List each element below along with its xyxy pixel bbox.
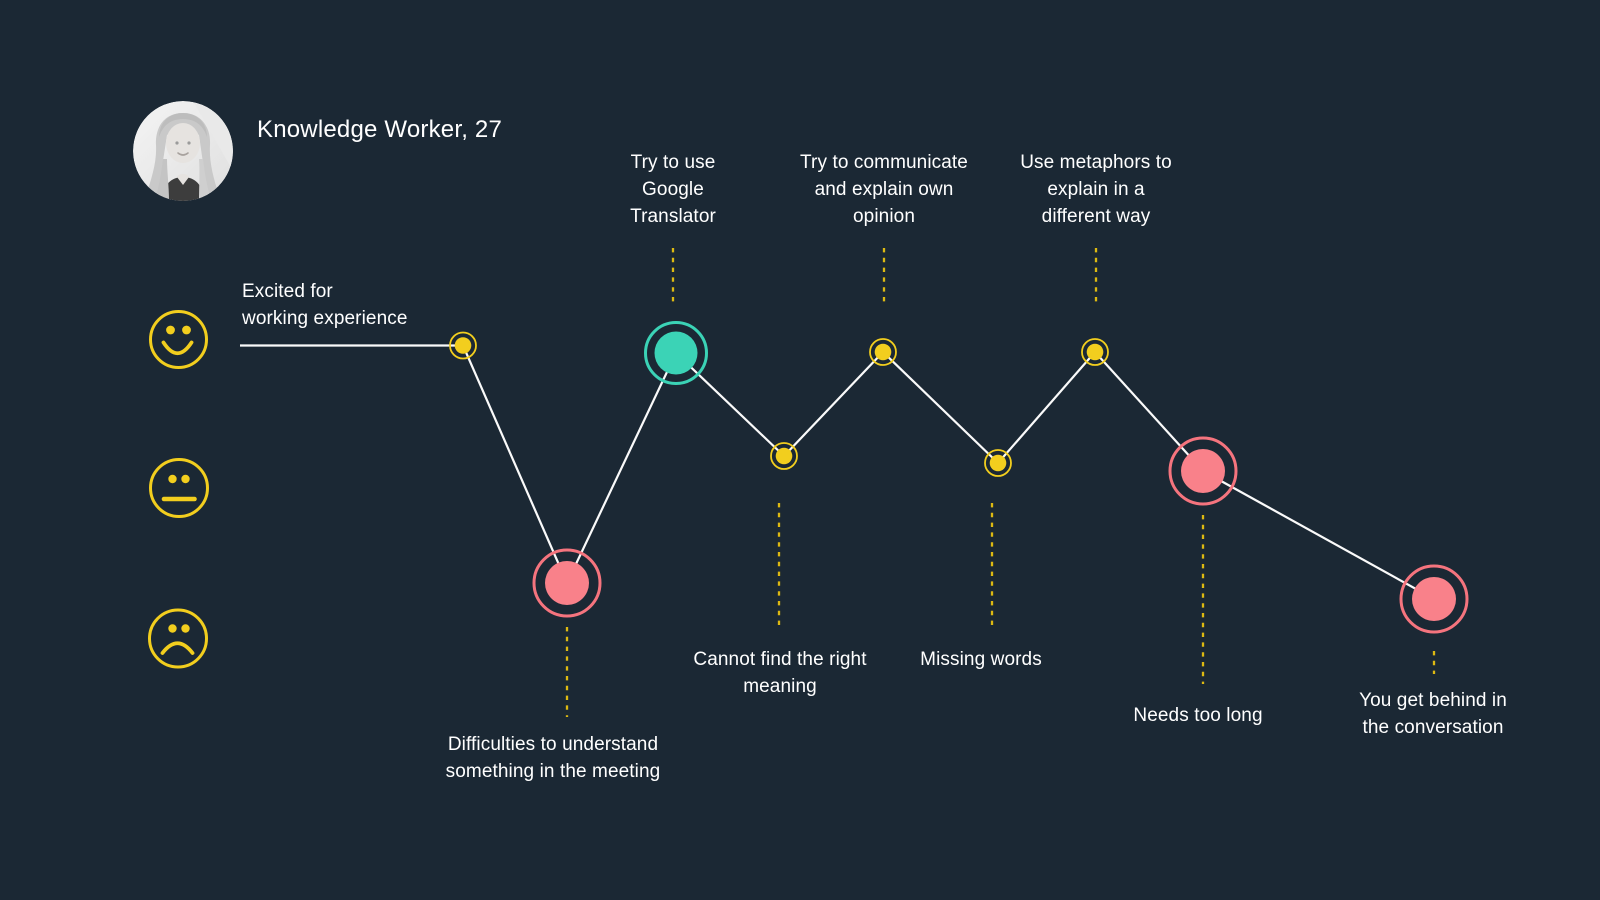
- label-communicate-opinion: Try to communicate and explain own opini…: [800, 152, 968, 227]
- label-difficulties: Difficulties to understand something in …: [445, 734, 661, 782]
- point-excited-marker: [449, 331, 477, 360]
- point-communicate-marker: [869, 338, 897, 366]
- neutral-face-icon: [149, 458, 209, 518]
- point-google-translator-marker: [644, 321, 708, 385]
- point-missing-words-marker: [984, 449, 1012, 477]
- label-cannot-find-meaning: Cannot find the right meaning: [693, 649, 867, 697]
- point-cannot-find-marker: [770, 442, 798, 470]
- label-google-translator: Try to use Google Translator: [630, 152, 716, 227]
- label-needs-too-long: Needs too long: [1133, 705, 1263, 726]
- journey-line: [240, 344, 1435, 600]
- woman-portrait-icon: [133, 101, 233, 201]
- sad-face-icon: [148, 608, 208, 669]
- point-metaphors-marker: [1081, 338, 1109, 366]
- label-excited: Excited for working experience: [242, 281, 408, 329]
- label-behind-conversation: You get behind in the conversation: [1359, 690, 1507, 738]
- happy-face-icon: [149, 310, 208, 369]
- avatar: [133, 101, 233, 201]
- point-needs-too-long-marker: [1168, 436, 1238, 506]
- label-use-metaphors: Use metaphors to explain in a different …: [1020, 152, 1172, 227]
- point-behind-conversation-marker: [1399, 564, 1469, 634]
- persona-title: Knowledge Worker, 27: [257, 116, 503, 143]
- label-missing-words: Missing words: [920, 649, 1042, 670]
- point-difficulties-marker: [532, 548, 602, 618]
